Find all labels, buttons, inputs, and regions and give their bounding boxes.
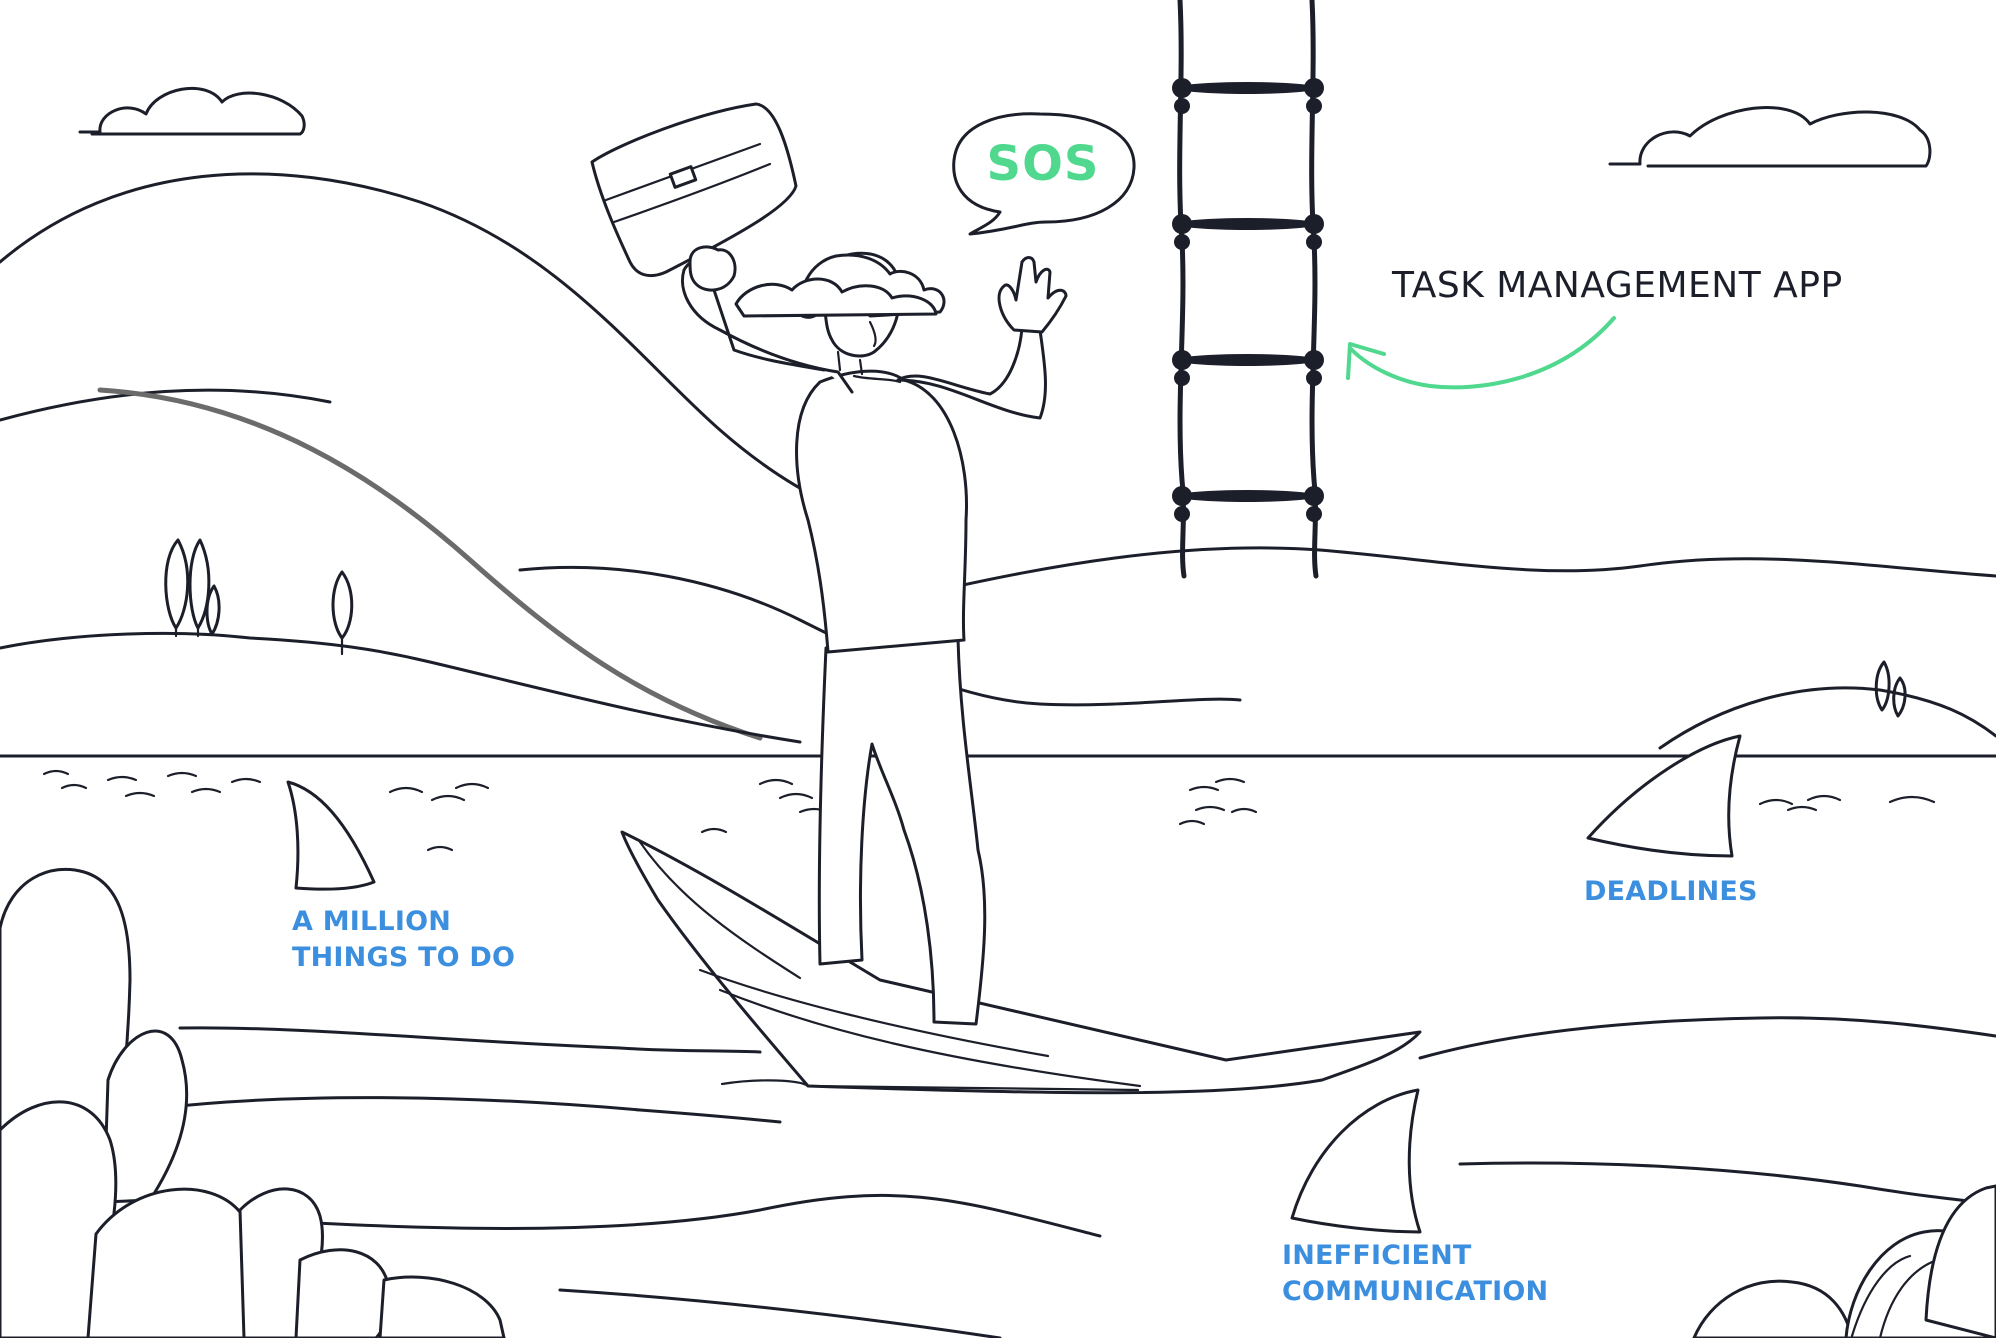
bushes-left-icon [0,867,506,1338]
stranded-man-icon [681,251,1068,1026]
foreground-wave-bottom [558,1288,1002,1338]
rope-ladder-icon [1172,0,1324,579]
cloud-small-icon [734,277,938,318]
callout-arrowhead-icon [1346,342,1386,380]
foreground-wave-left [158,1096,782,1124]
shark-label-inefficient-communication: INEFFICIENT COMMUNICATION [1282,1238,1548,1310]
speech-bubble-icon [952,112,1136,236]
tree-group-left-icon [164,538,354,656]
shark-label-line-1: A MILLION [292,906,452,937]
hill-back-right [938,546,1996,592]
shark-label-line-2: THINGS TO DO [292,942,516,973]
paper-boat-icon [620,830,1422,1095]
bushes-right-icon [1692,1184,1996,1338]
foreground-wave-lower [138,1193,1102,1238]
cloud-left-icon [78,86,306,136]
hill-right-bump [1658,686,1996,750]
callout-arrow-icon [1350,316,1616,390]
shark-label-line-1: INEFFICIENT [1282,1240,1472,1271]
shark-label-million-things: A MILLION THINGS TO DO [292,904,515,976]
shark-fin-left-icon [286,780,376,891]
shark-label-deadlines: DEADLINES [1584,876,1758,907]
cloud-right-icon [1608,106,1932,168]
briefcase-icon [590,102,798,292]
shark-fin-bottom-icon [1290,1088,1422,1234]
hill-mid-left [0,631,802,744]
shark-fin-right-icon [1586,734,1742,858]
foreground-wave-upper [178,1026,762,1054]
shark-label-line-2: COMMUNICATION [1282,1276,1549,1307]
sos-text: SOS [986,136,1100,192]
foreground-wave-middle [1458,1161,1996,1206]
hill-grey-ridge [97,387,763,741]
foreground-wave-right [1418,1016,1996,1060]
task-management-app-label: TASK MANAGEMENT APP [1392,265,1843,306]
hill-mid-grey-edge [0,388,332,422]
tree-group-right-icon [1874,660,1907,718]
